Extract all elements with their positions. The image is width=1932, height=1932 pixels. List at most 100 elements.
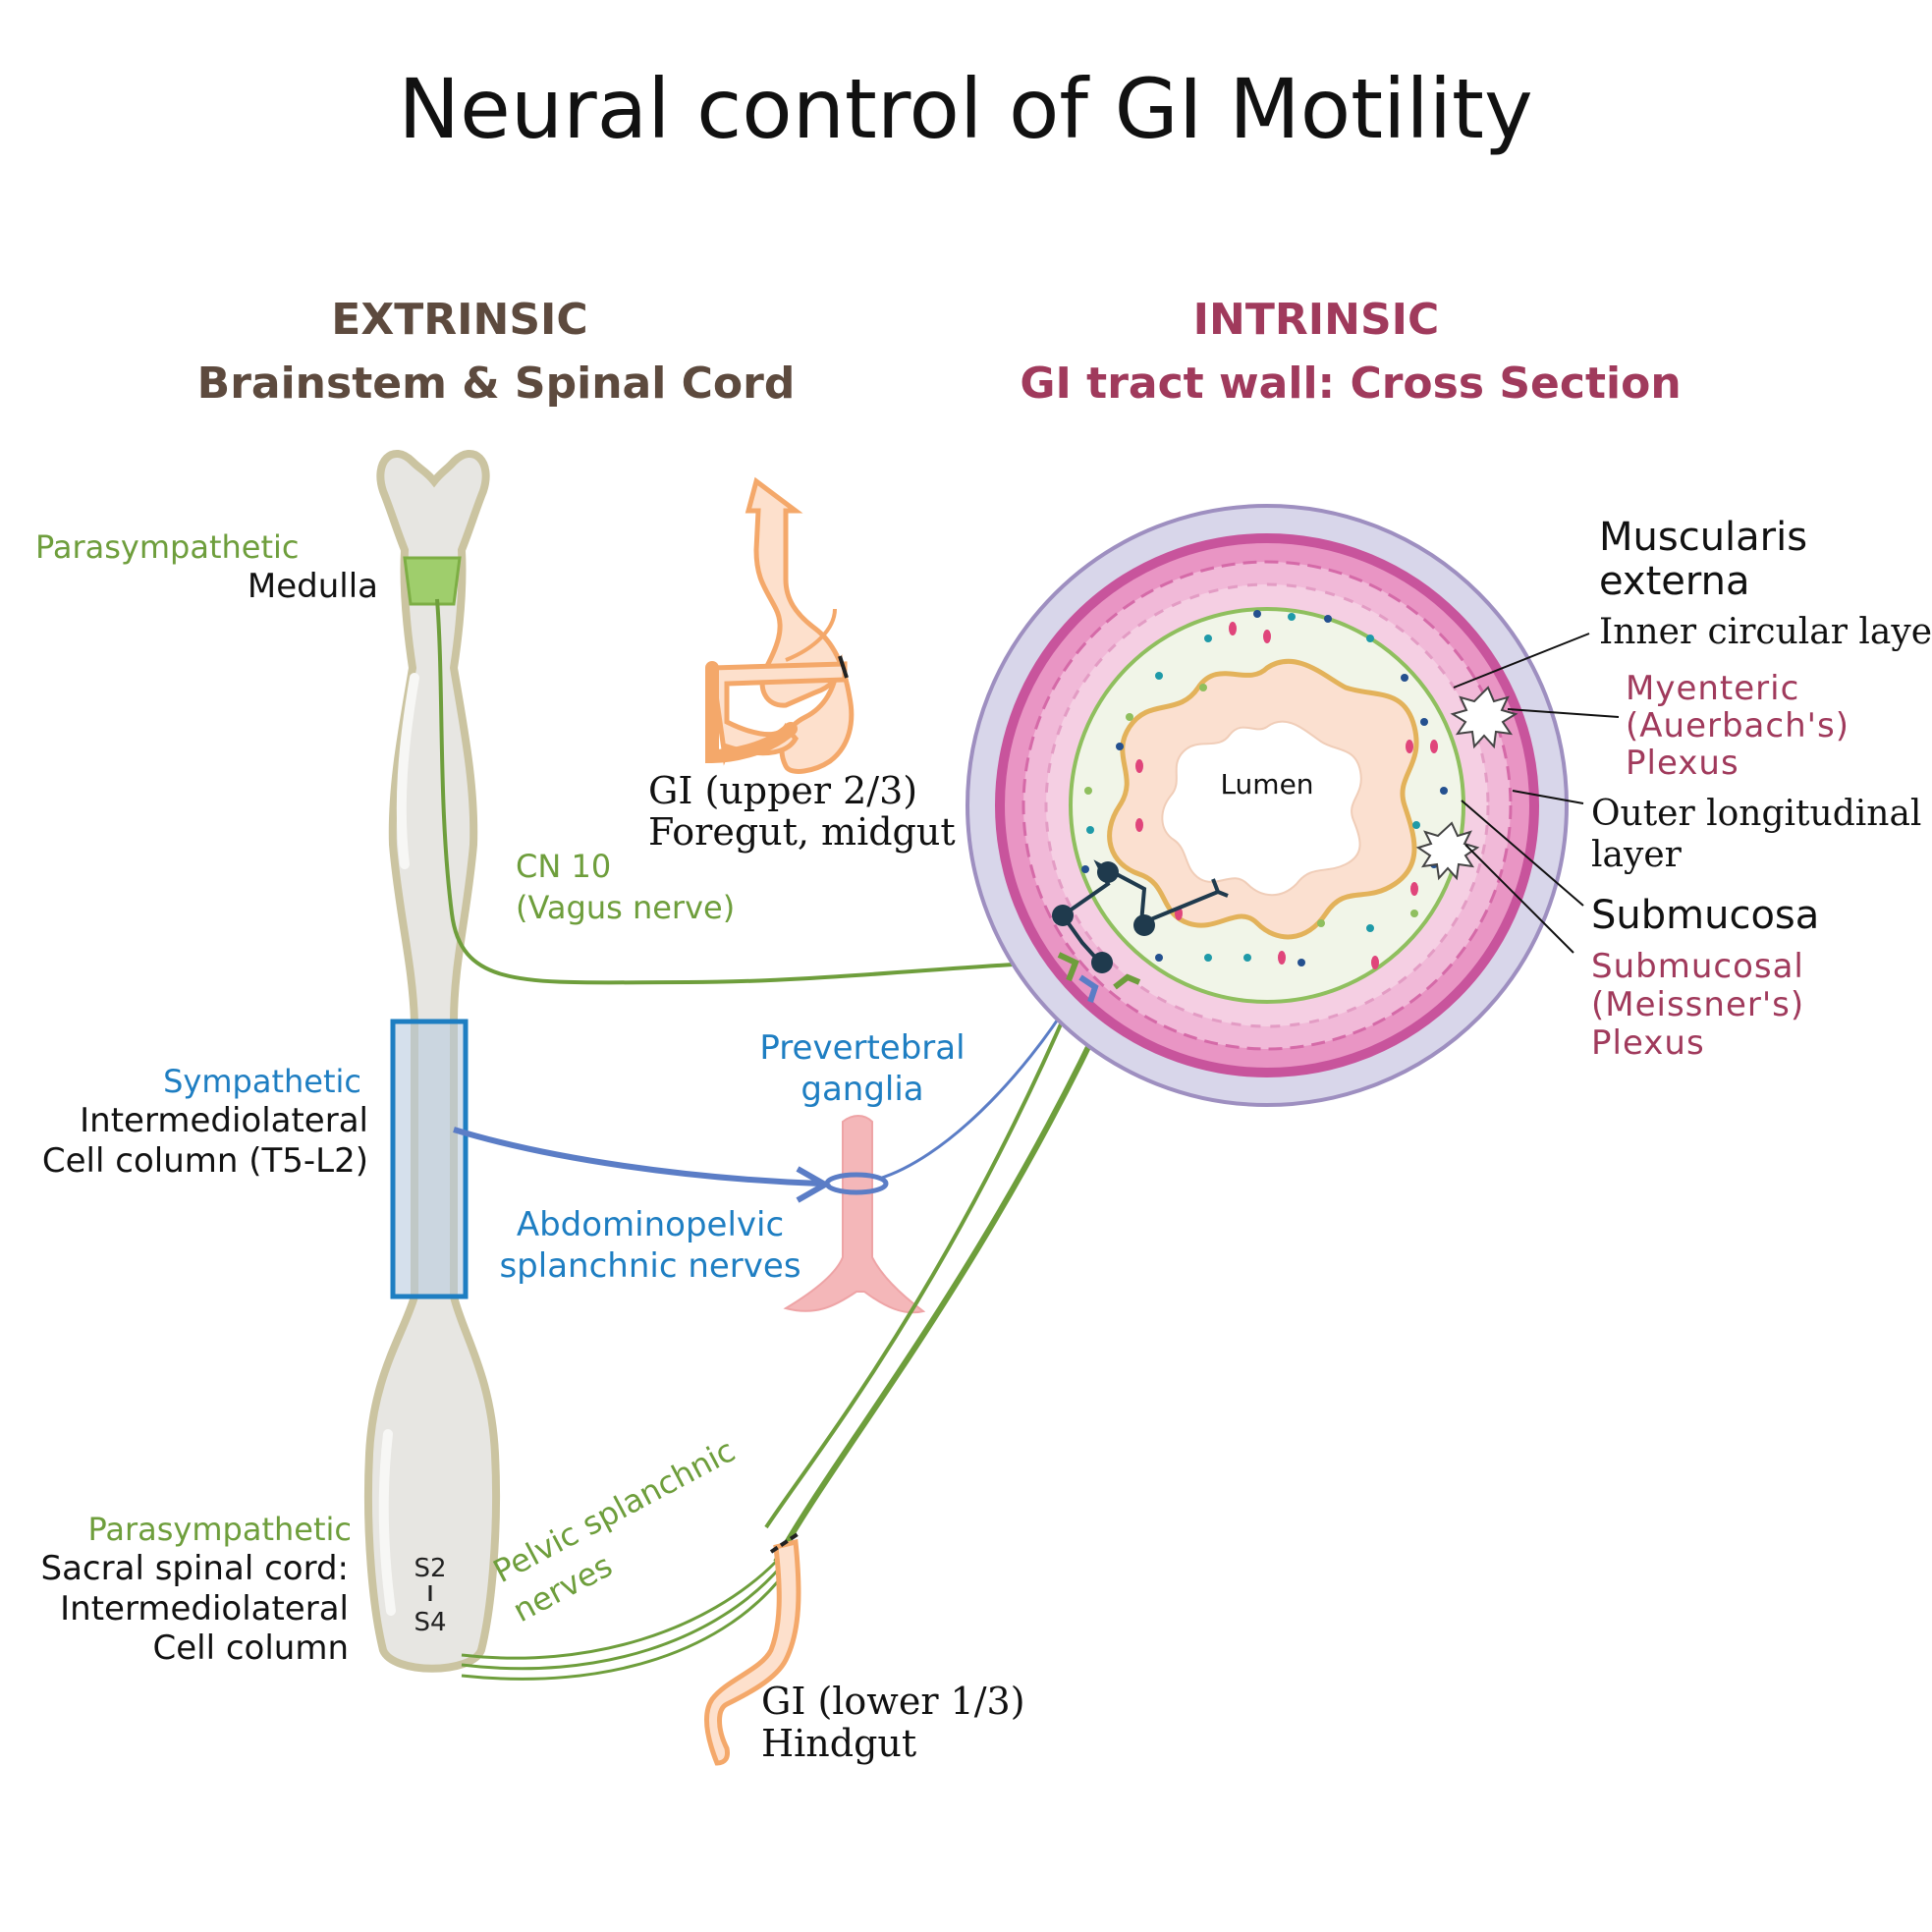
cell-oval: [1135, 818, 1143, 832]
gi-lower-line2: Hindgut: [761, 1722, 916, 1765]
cell-dot: [1126, 713, 1133, 721]
sympathetic-synapse: [1078, 974, 1099, 1003]
cell-dot: [1155, 954, 1163, 962]
prevertebral-line1: Prevertebral: [759, 1028, 965, 1068]
upper-gi-cut: [838, 655, 849, 679]
spinal-cord: S2 S4: [363, 450, 501, 1673]
s2-label: S2: [414, 1554, 446, 1583]
stomach-shape: [745, 476, 855, 774]
gi-lower-line1: GI (lower 1/3): [761, 1680, 1025, 1723]
pelvic-nerve-strand: [461, 1571, 788, 1681]
cell-oval: [1410, 882, 1418, 896]
pelvic-nerve-strand: [461, 1566, 783, 1671]
extrinsic-heading: EXTRINSIC: [331, 295, 587, 345]
pelvic-synapse: [1113, 973, 1141, 990]
enteric-neurons: [1052, 859, 1229, 973]
cell-dot: [1253, 610, 1261, 618]
submucosal-line1: Submucosal: [1591, 947, 1804, 986]
neuron-body: [1133, 914, 1155, 936]
sympathetic-line2: Cell column (T5-L2): [42, 1141, 368, 1181]
pelvic-nerve-trunk: [773, 1000, 1113, 1564]
cell-dot: [1116, 743, 1124, 750]
abdominopelvic-line1: Abdominopelvic: [517, 1205, 784, 1244]
sacral-line2: Intermediolateral: [60, 1589, 349, 1628]
muscularis-line1: Muscularis: [1599, 515, 1807, 560]
pelvic-splanchnic-nerves: [461, 1000, 1113, 1681]
cell-oval: [1430, 740, 1438, 753]
hindgut-shape: [704, 1538, 801, 1766]
cell-dot: [1410, 910, 1418, 917]
myenteric-plexus-star: [1450, 686, 1518, 749]
duodenum-loop: [705, 661, 798, 764]
cell-dot: [1412, 821, 1420, 829]
cell-oval: [1229, 622, 1237, 635]
page-title: Neural control of GI Motility: [398, 61, 1532, 157]
cell-oval: [1135, 759, 1143, 773]
cord-highlight: [396, 673, 419, 869]
neuron-body: [1097, 861, 1119, 883]
medulla-nucleus: [403, 556, 462, 606]
cn10-line1: CN 10: [516, 848, 611, 885]
myenteric-line3: Plexus: [1626, 744, 1739, 783]
vagus-synapse: [1057, 952, 1079, 982]
pelvic-line1: Pelvic splanchnic: [487, 1431, 742, 1590]
intrinsic-subheading: GI tract wall: Cross Section: [1020, 359, 1681, 409]
cell-dot: [1243, 954, 1251, 962]
cell-dot: [1297, 959, 1305, 966]
neuron-axon: [1061, 859, 1229, 927]
cell-oval: [1371, 956, 1379, 969]
parasympathetic-sacral-title: Parasympathetic: [88, 1511, 352, 1548]
lower-gi-cut: [769, 1532, 800, 1554]
sympathetic-column-box: [390, 1019, 469, 1299]
preganglionic-sympathetic-path: [453, 1127, 821, 1187]
gi-upper-line1: GI (upper 2/3): [648, 769, 917, 812]
parasympathetic-medulla-title: Parasympathetic: [35, 528, 299, 566]
postganglionic-sympathetic-path: [878, 991, 1077, 1181]
duodenum-shape: [709, 661, 848, 766]
intrinsic-heading: INTRINSIC: [1193, 295, 1440, 345]
sacral-line1: Sacral spinal cord:: [41, 1549, 349, 1588]
stomach-curve: [785, 608, 837, 662]
lumen-area: [1161, 720, 1362, 897]
gi-cross-section: Lumen: [966, 504, 1569, 1107]
upper-gi-illustration: [705, 476, 855, 774]
pelvic-nerve-strand: [461, 1560, 778, 1660]
submucosa-pointer: [1461, 800, 1584, 907]
cell-dot: [1440, 787, 1448, 795]
submucosal-line3: Plexus: [1591, 1023, 1705, 1063]
s4-label: S4: [414, 1608, 446, 1637]
cord-highlight-lower: [378, 1429, 396, 1616]
cell-dot: [1199, 684, 1207, 691]
lumen-label: Lumen: [1220, 768, 1313, 800]
outer-longitudinal-pointer: [1512, 790, 1584, 804]
muscularis-line2: externa: [1599, 559, 1749, 604]
cell-dot: [1324, 615, 1332, 623]
vagus-nerve-path: [435, 598, 1050, 985]
inner-circular-pointer: [1453, 633, 1590, 689]
abdominopelvic-line2: splanchnic nerves: [499, 1246, 800, 1286]
inner-circular-label: Inner circular layer: [1599, 612, 1932, 652]
myenteric-pointer: [1507, 708, 1620, 718]
cell-oval: [1406, 740, 1413, 753]
pelvic-nerve-trunk-2: [764, 1001, 1073, 1529]
neuron-body: [1091, 952, 1113, 973]
myenteric-line1: Myenteric: [1626, 669, 1799, 708]
lower-gi-illustration: [704, 1532, 801, 1766]
sympathetic-arrowhead: [796, 1166, 832, 1203]
submucosal-plexus-pointer: [1464, 844, 1574, 954]
prevertebral-ganglia: [783, 1115, 926, 1314]
cell-dot: [1155, 672, 1163, 680]
cn10-line2: (Vagus nerve): [516, 889, 735, 926]
prevertebral-line2: ganglia: [800, 1070, 923, 1109]
cell-dot: [1084, 787, 1092, 795]
cell-oval: [1263, 630, 1271, 643]
cell-dot: [1086, 826, 1094, 834]
sacral-line3: Cell column: [152, 1628, 349, 1668]
cell-dot: [1081, 865, 1089, 873]
cell-dot: [1420, 718, 1428, 726]
gi-upper-line2: Foregut, midgut: [648, 810, 956, 854]
medulla-label: Medulla: [248, 567, 378, 606]
extrinsic-subheading: Brainstem & Spinal Cord: [197, 359, 796, 409]
aorta-shape: [783, 1115, 926, 1314]
